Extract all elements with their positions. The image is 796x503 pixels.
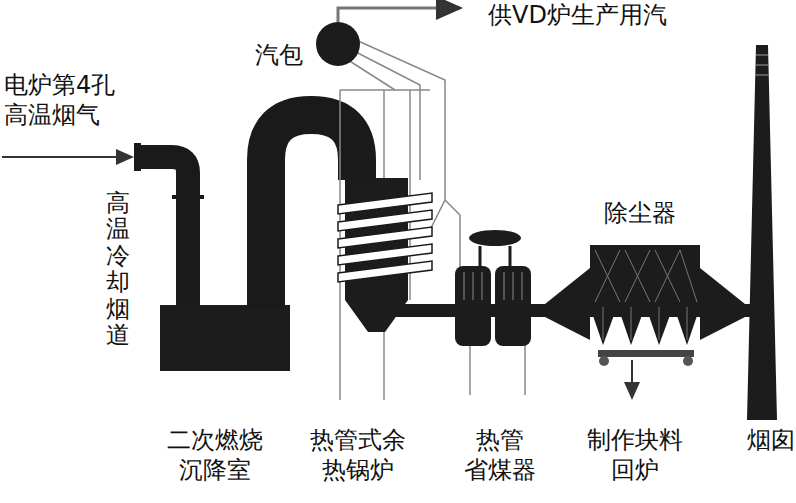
steam-supply-label: 供VD炉生产用汽 xyxy=(488,0,667,30)
inlet-label: 电炉第4孔 高温烟气 xyxy=(4,70,119,130)
chamber-label: 二次燃烧 沉降室 xyxy=(165,425,266,485)
chimney-label: 烟囱 xyxy=(747,425,795,455)
collector-label: 除尘器 xyxy=(604,198,676,228)
briquette-label: 制作块料 回炉 xyxy=(585,425,686,485)
duct-label: 高温冷却烟道 xyxy=(106,190,130,348)
boiler-label: 热管式余 热锅炉 xyxy=(308,425,409,485)
economizer-label: 热管 省煤器 xyxy=(462,425,539,485)
drum-label: 汽包 xyxy=(255,40,303,70)
